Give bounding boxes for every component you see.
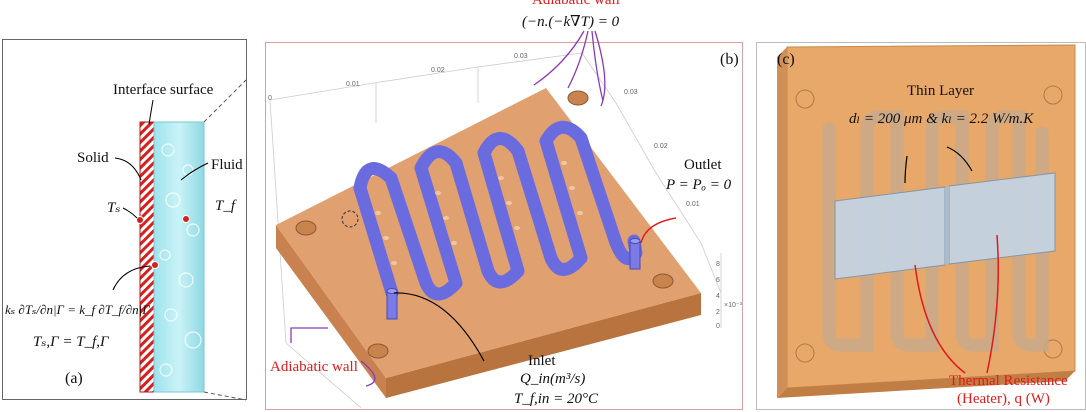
adiabatic-arrows-bottom <box>290 327 376 387</box>
panel-a-interface: Interface surface Solid Fluid Tₛ T_f kₛ … <box>2 39 247 401</box>
plate-right-face <box>386 293 701 398</box>
panel-c-tag: (c) <box>777 51 795 68</box>
tick-top-2: 0.02 <box>431 67 445 74</box>
panel-c-heater: (c) Thin Layer dₗ = 200 μm & kₗ = 2.2 W/… <box>756 42 1086 410</box>
tick-z-0: 0 <box>716 323 720 330</box>
inlet-label: Inlet <box>528 353 556 369</box>
inlet-pipe <box>386 290 398 320</box>
heater-left <box>834 186 946 280</box>
outlet-bc: P = Pₒ = 0 <box>666 177 732 193</box>
top-adiabatic-bc: (−n.(−k∇T) = 0 <box>522 14 620 30</box>
solid-region <box>139 121 155 393</box>
thermal-resistance-label: Thermal Resistance <box>949 373 1068 389</box>
tick-right-0: 0.03 <box>624 89 638 96</box>
inlet-flow: Q_in(m³/s) <box>520 371 586 387</box>
thin-layer-label: Thin Layer <box>907 83 975 99</box>
bottom-adiabatic-wall-label: Adiabatic wall <box>270 359 358 375</box>
adiabatic-arrows-top <box>533 30 606 107</box>
fluid-region <box>153 121 205 393</box>
ts-label: Tₛ <box>107 200 121 216</box>
inlet-temp: T_f,in = 20°C <box>514 391 599 407</box>
tick-right-2: 0.01 <box>686 201 700 208</box>
tick-top-0: 0 <box>268 95 272 102</box>
tick-top-3: 0.03 <box>514 53 528 60</box>
cold-plate-3d <box>269 30 722 409</box>
solid-label: Solid <box>77 150 109 166</box>
interface-point <box>151 261 159 269</box>
tf-point <box>182 215 190 223</box>
tick-z-2: 2 <box>716 309 720 316</box>
ts-point <box>136 216 144 224</box>
tick-z-8: 8 <box>716 261 720 268</box>
serpentine-channel <box>353 120 643 301</box>
inlet-arrow <box>393 292 485 362</box>
tick-z-6: 6 <box>716 277 720 284</box>
plate-front-face <box>276 225 386 398</box>
top-adiabatic-wall-label: Adiabatic wall <box>532 0 620 8</box>
outlet-label: Outlet <box>684 157 722 173</box>
panel-b-tag: (b) <box>720 51 739 68</box>
flux-equation: kₛ ∂Tₛ/∂n|Γ = k_f ∂T_f/∂n|Γ <box>5 302 150 317</box>
temperature-equation: Tₛ,Γ = T_f,Γ <box>33 334 109 350</box>
tick-top-1: 0.01 <box>346 81 360 88</box>
tick-right-1: 0.02 <box>654 143 668 150</box>
heater-assembly <box>777 44 1076 398</box>
axis-unit: ×10⁻³ <box>724 302 742 309</box>
outlet-arrow <box>640 217 677 244</box>
channel-pins <box>375 161 583 265</box>
interface-illustration <box>112 79 247 401</box>
interface-surface-label: Interface surface <box>113 82 214 98</box>
tf-label: T_f <box>215 198 236 214</box>
thin-layer-props: dₗ = 200 μm & kₗ = 2.2 W/m.K <box>849 111 1034 127</box>
panel-b-cold-plate: (b) 0 0.01 0.02 0.03 0.03 0.02 0.01 8 6 … <box>265 30 743 410</box>
heater-right <box>948 172 1056 265</box>
outlet-pipe <box>629 240 641 270</box>
tick-z-4: 4 <box>716 293 720 300</box>
fluid-label: Fluid <box>211 157 243 173</box>
hidden-channels <box>822 110 1049 352</box>
heater-label: (Heater), q (W) <box>957 391 1050 407</box>
panel-a-tag: (a) <box>65 370 83 387</box>
mounting-holes <box>295 90 674 359</box>
heater-arrows <box>914 234 999 374</box>
